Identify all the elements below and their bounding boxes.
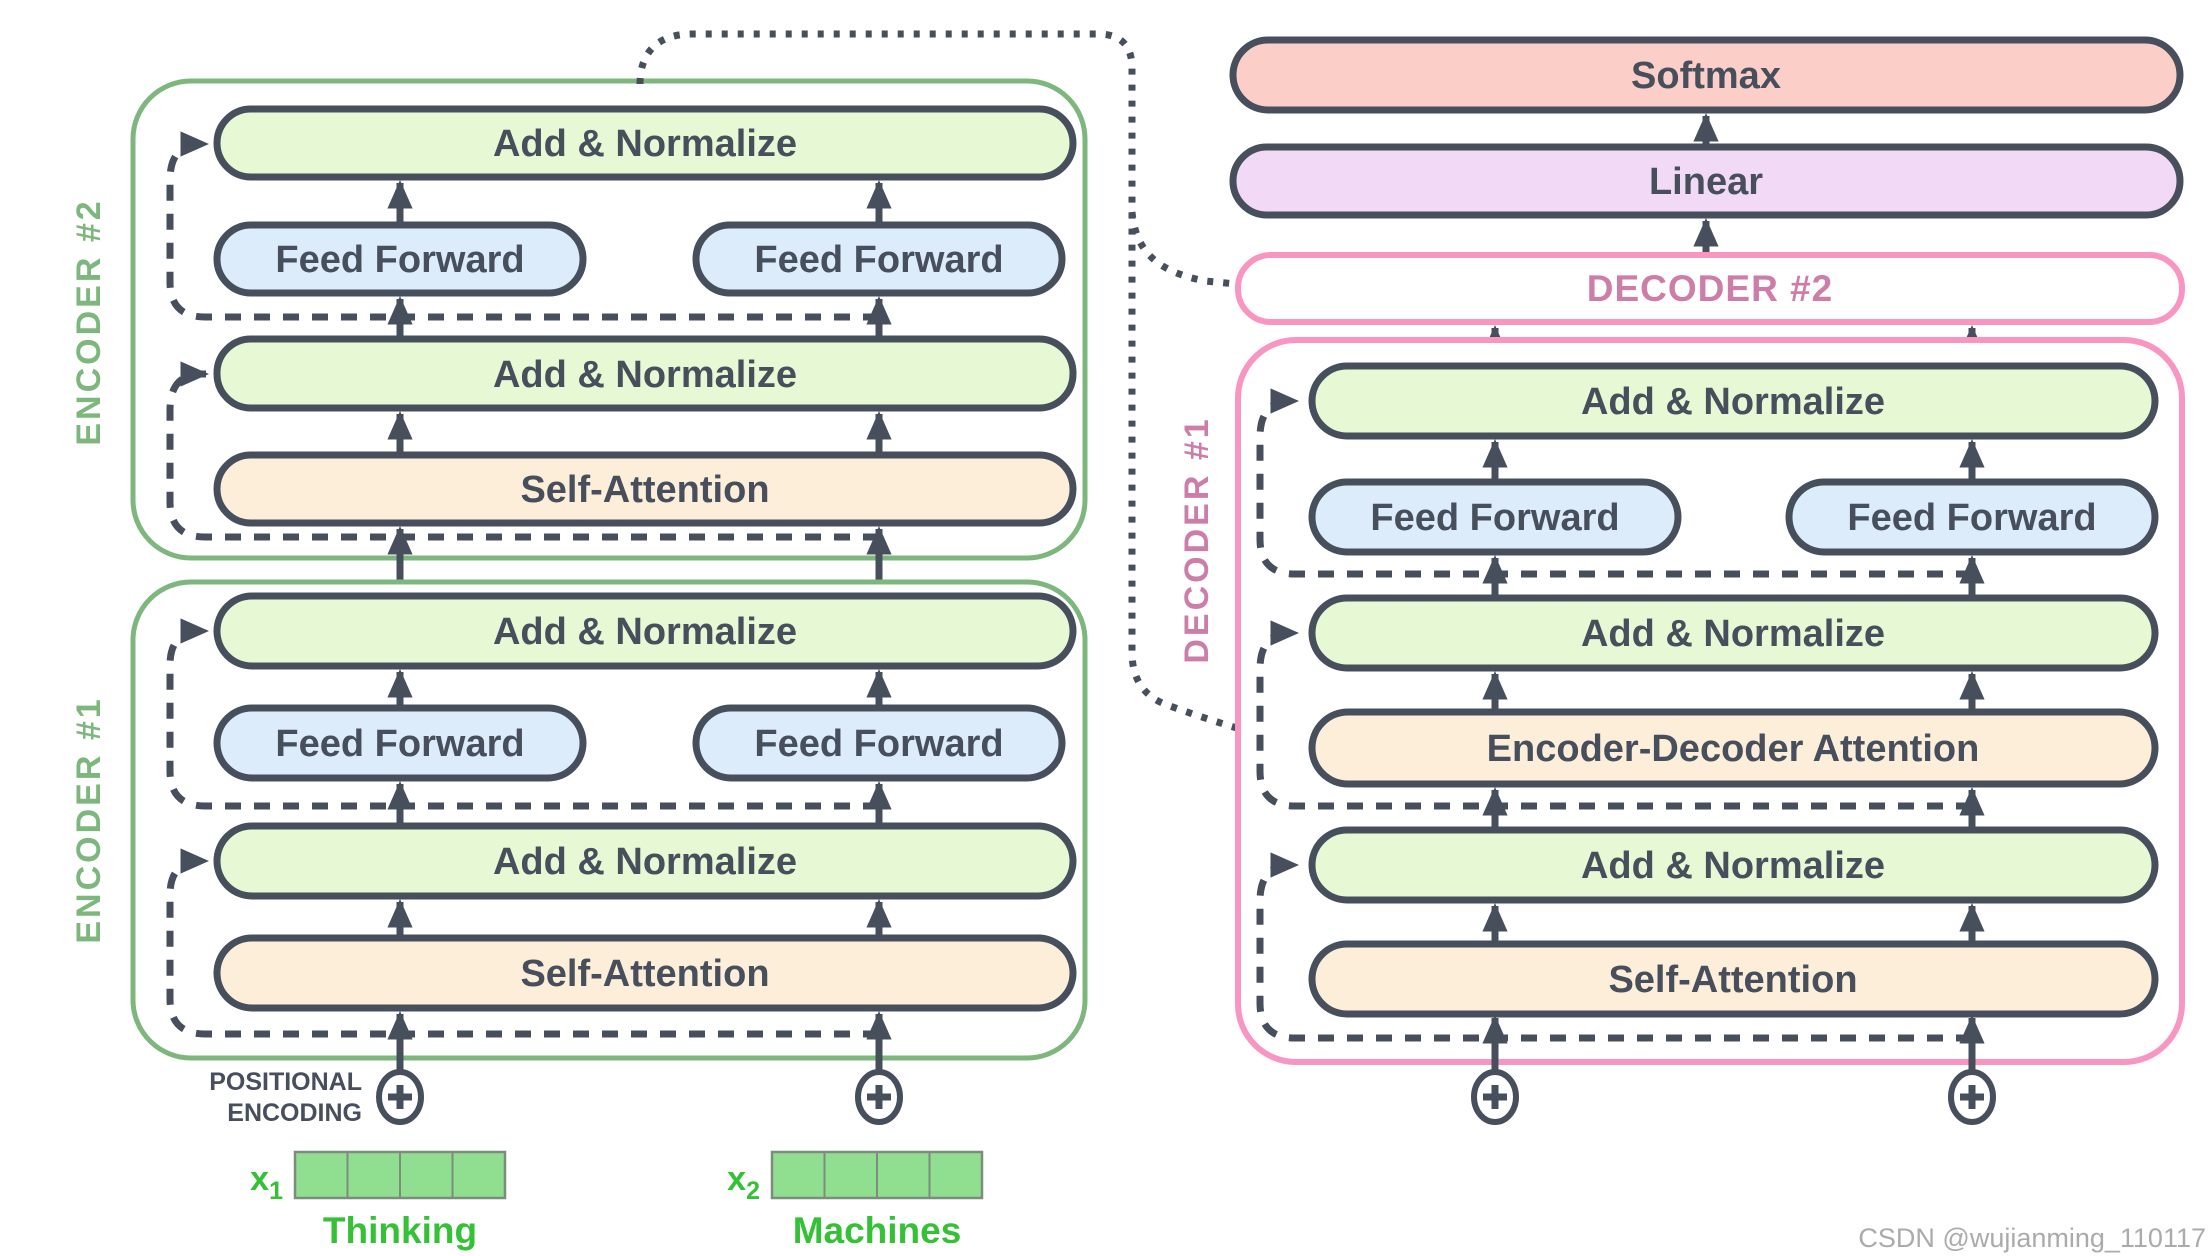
input-word: Machines	[793, 1210, 962, 1251]
linear-box	[1229, 143, 2184, 219]
decoder-1-feed-forward-right	[1785, 478, 2159, 556]
residual-connection	[166, 848, 879, 1038]
vector-label-base: x	[727, 1160, 746, 1198]
box-label: Feed Forward	[1847, 497, 2096, 539]
residual-connection	[166, 618, 879, 810]
box-label: Add & Normalize	[493, 123, 797, 165]
vector-label-sub: 1	[269, 1177, 283, 1205]
box-label: Encoder-Decoder Attention	[1487, 728, 1980, 770]
encoder-2-add-normalize-top	[213, 105, 1077, 181]
box-label: Linear	[1649, 161, 1763, 203]
decoder-1-self-attention	[1308, 940, 2159, 1018]
encoder-1-add-normalize-mid	[213, 822, 1077, 900]
decoder-1-side-label: DECODER #1	[1178, 416, 1216, 663]
positional-encoding-label: ENCODING	[227, 1099, 362, 1127]
box-label: Feed Forward	[275, 239, 524, 281]
box-label: Add & Normalize	[1581, 381, 1885, 423]
decoder-1-add-normalize-top	[1308, 362, 2159, 440]
encoder-2-add-normalize-mid	[213, 335, 1077, 412]
vector-label-x2: x2	[727, 1160, 760, 1205]
box-label: Self-Attention	[1608, 959, 1857, 1001]
box-label: Feed Forward	[754, 723, 1003, 765]
encoder-2-feed-forward-right	[692, 221, 1066, 297]
decoder-1-encoder-decoder-attention	[1308, 708, 2159, 788]
embedding-vector-x1	[293, 1150, 507, 1200]
vector-label-x1: x1	[250, 1160, 283, 1205]
encoder-2: ENCODER #2 Add & Normalize Feed Forward …	[70, 78, 1088, 561]
decoder-2-container	[1235, 252, 2185, 325]
encoder-1-add-normalize-top	[213, 592, 1077, 670]
decoder-2: DECODER #2	[1235, 252, 2185, 325]
box-label: Self-Attention	[520, 953, 769, 995]
box-label: Feed Forward	[1370, 497, 1619, 539]
softmax-box	[1229, 36, 2184, 114]
watermark: CSDN @wujianming_110117	[1858, 1223, 2206, 1253]
decoder-1-add-normalize-mid	[1308, 594, 2159, 672]
plus-circle-icon	[1948, 1069, 1996, 1125]
box-label: Add & Normalize	[1581, 613, 1885, 655]
decoder-1: DECODER #1 Add & Normalize Feed Forward …	[1178, 337, 2185, 1074]
output-head: Softmax Linear	[1229, 36, 2184, 255]
box-label: Softmax	[1631, 55, 1781, 97]
box-label: Self-Attention	[520, 469, 769, 511]
input-word: Thinking	[323, 1210, 477, 1251]
encoder-1-feed-forward-right	[692, 704, 1066, 782]
residual-connection	[1256, 388, 1972, 578]
vector-label-base: x	[250, 1160, 269, 1198]
box-label: Add & Normalize	[493, 841, 797, 883]
encoder-inputs: POSITIONAL ENCODING x1 Thinking x2 Mach	[209, 1068, 984, 1251]
positional-encoding-label: POSITIONAL	[209, 1068, 362, 1096]
encoder-1: ENCODER #1 Add & Normalize Feed Forward …	[70, 579, 1088, 1074]
encoder-1-side-label: ENCODER #1	[70, 696, 108, 943]
decoder-2-label: DECODER #2	[1587, 268, 1833, 309]
encoder-2-side-label: ENCODER #2	[70, 198, 108, 445]
residual-connection	[1256, 852, 1972, 1042]
box-label: Add & Normalize	[493, 354, 797, 396]
encoder-2-feed-forward-left	[213, 221, 587, 297]
decoder-1-add-normalize-bottom	[1308, 826, 2159, 904]
embedding-vector-x2	[770, 1150, 984, 1200]
encoder-1-feed-forward-left	[213, 704, 587, 782]
plus-circle-icon	[855, 1069, 903, 1125]
decoder-inputs	[1471, 1069, 1996, 1125]
plus-circle-icon	[376, 1069, 424, 1125]
box-label: Add & Normalize	[1581, 845, 1885, 887]
decoder-1-feed-forward-left	[1308, 478, 1682, 556]
residual-connection	[166, 131, 879, 321]
plus-circle-icon	[1471, 1069, 1519, 1125]
vector-label-sub: 2	[746, 1177, 760, 1205]
encoder-1-self-attention	[213, 934, 1077, 1012]
encoder-2-self-attention	[213, 451, 1077, 527]
box-label: Feed Forward	[275, 723, 524, 765]
box-label: Add & Normalize	[493, 611, 797, 653]
box-label: Feed Forward	[754, 239, 1003, 281]
residual-connection	[1256, 620, 1972, 810]
